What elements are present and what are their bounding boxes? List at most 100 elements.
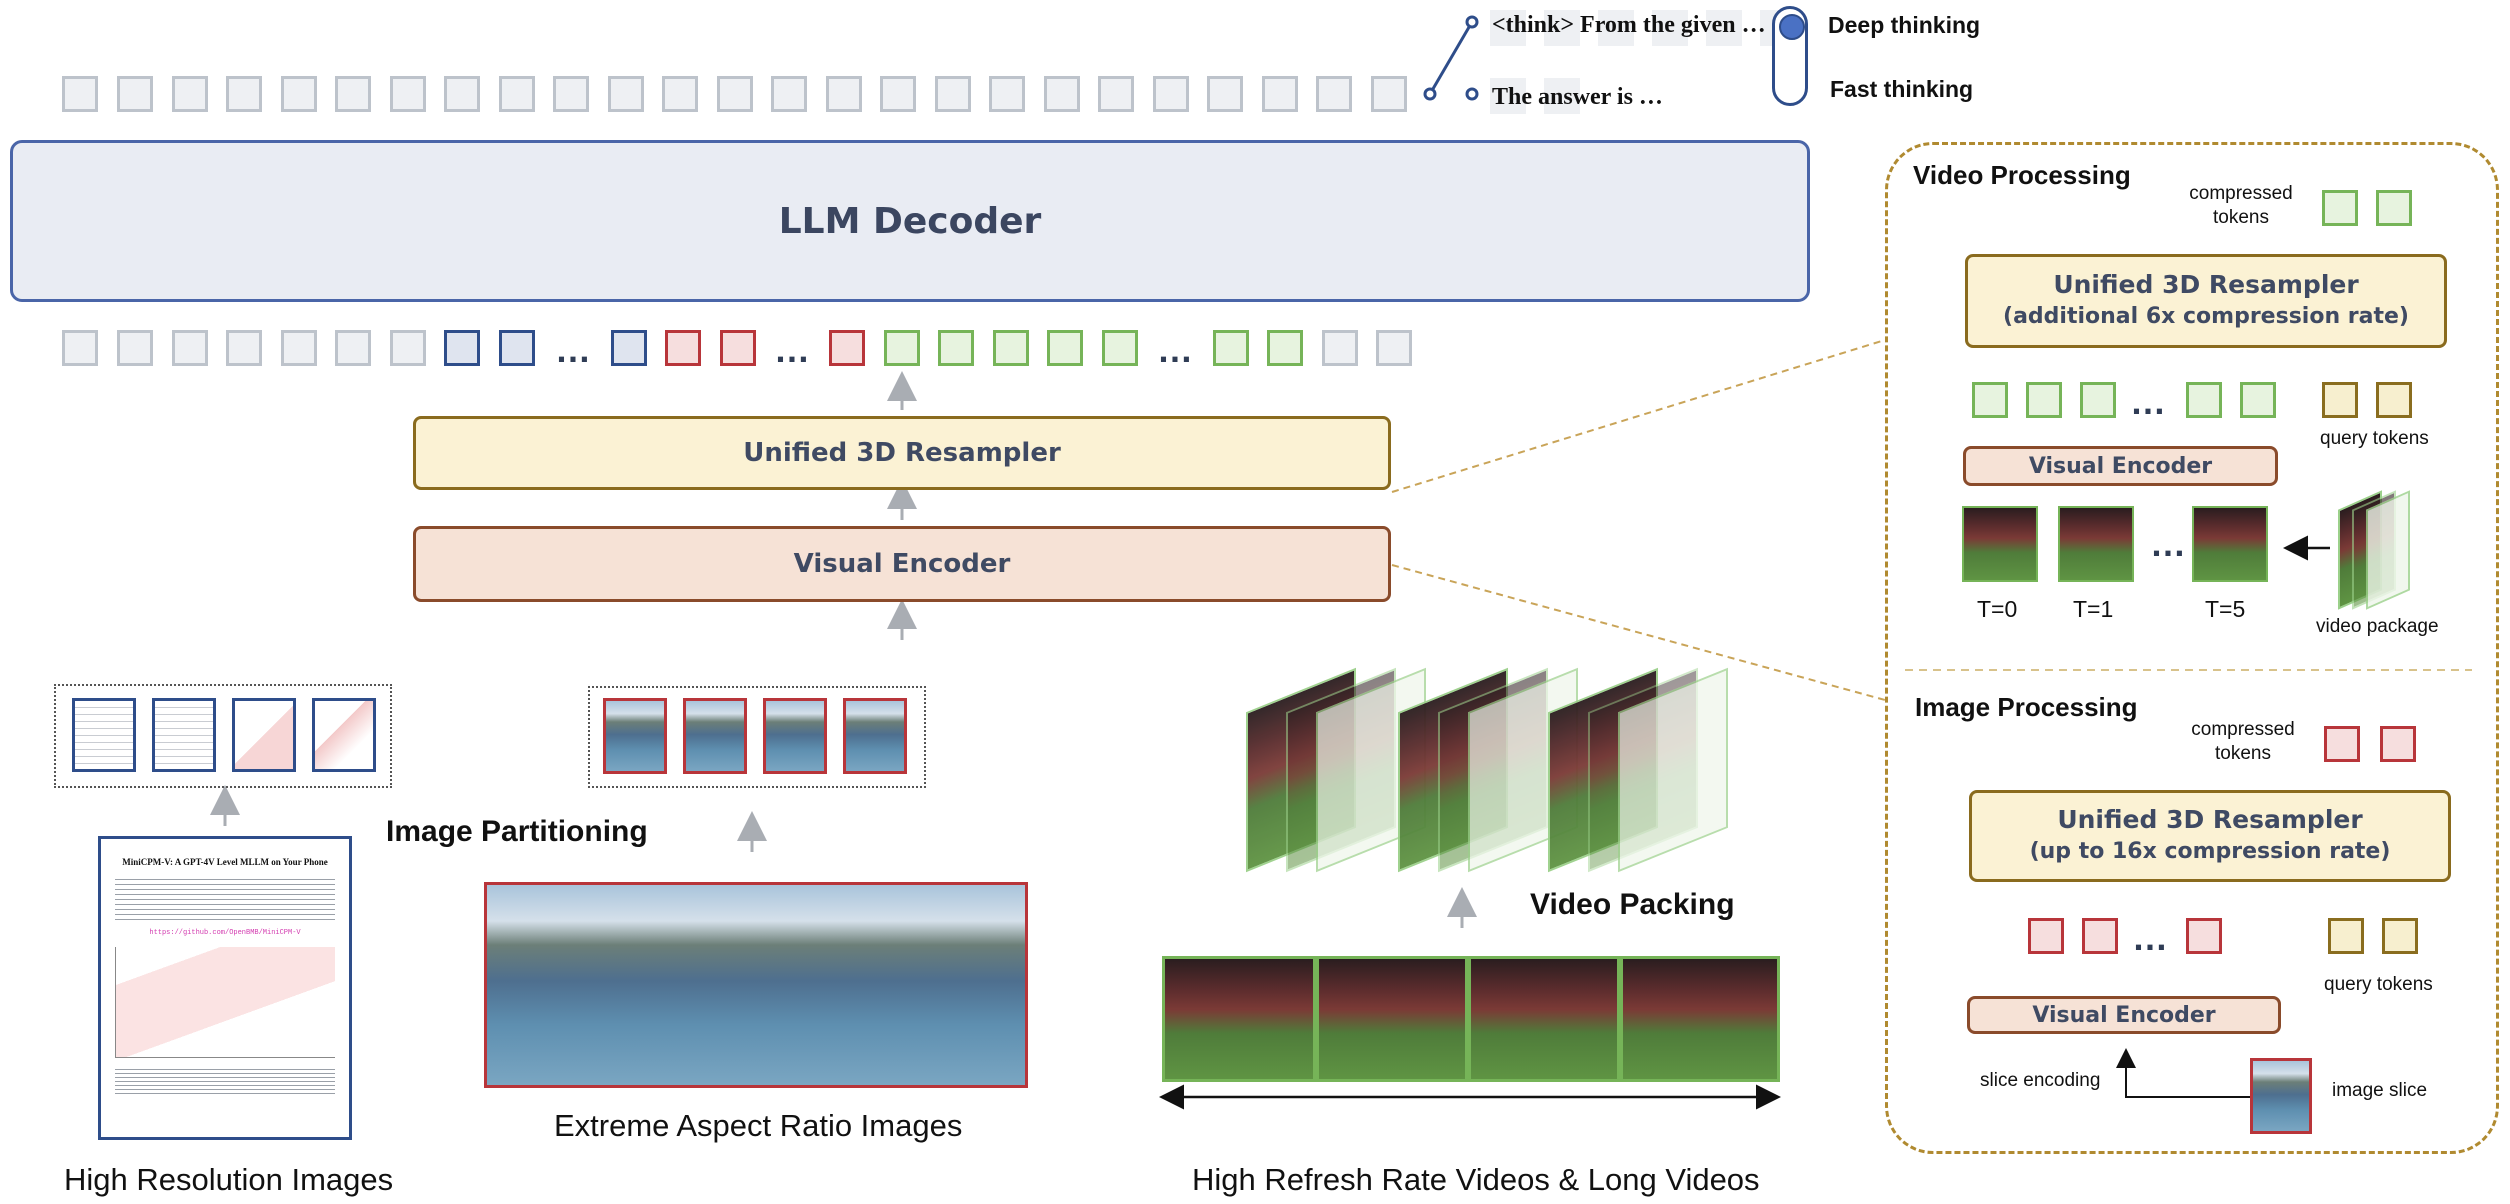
image-visual-encoder-block: Visual Encoder: [1967, 996, 2281, 1034]
output-branch-line: [1428, 21, 1474, 95]
paper-slice: [72, 698, 136, 772]
t0-label: T=0: [1977, 596, 2018, 622]
ellipsis: …: [774, 329, 812, 370]
video-query-tokens-label: query tokens: [2320, 428, 2429, 449]
fast-thinking-label: Fast thinking: [1830, 76, 1974, 102]
image-query-output-token: [2028, 918, 2064, 954]
text-token: [390, 330, 426, 366]
paper-url: https://github.com/OpenBMB/MiniCPM-V: [149, 929, 301, 937]
video-query-output-token: [2240, 382, 2276, 418]
thinking-mode-toggle[interactable]: [1772, 6, 1808, 106]
image-resampler-block: Unified 3D Resampler (up to 16x compress…: [1969, 790, 2451, 882]
image-resampler-sub: (up to 16x compression rate): [2029, 839, 2391, 864]
extreme-aspect-image: [484, 882, 1028, 1088]
output-token: [117, 76, 153, 112]
paper-caption: [115, 1066, 335, 1096]
llm-decoder-block: LLM Decoder: [10, 140, 1810, 302]
video-processing-title: Video Processing: [1913, 160, 2131, 190]
image-query-output-token: [2186, 918, 2222, 954]
slice-token: [665, 330, 701, 366]
high-res-caption: High Resolution Images: [64, 1162, 394, 1197]
output-token: [226, 76, 262, 112]
landscape-slice: [683, 698, 747, 774]
output-token: [62, 76, 98, 112]
video-visual-encoder-label: Visual Encoder: [2028, 453, 2213, 479]
visual-encoder-block: Visual Encoder: [413, 526, 1391, 602]
output-token: [826, 76, 862, 112]
image-query-token: [2328, 918, 2364, 954]
landscape-slice: [603, 698, 667, 774]
text-token: [62, 330, 98, 366]
video-package-frame: [2366, 490, 2410, 610]
output-token: [390, 76, 426, 112]
output-token: [1371, 76, 1407, 112]
output-token: [1098, 76, 1134, 112]
hires-partition-group: [54, 684, 392, 788]
video-token: [938, 330, 974, 366]
output-token: [771, 76, 807, 112]
output-token: [608, 76, 644, 112]
paper-slice: [312, 698, 376, 772]
ellipsis: …: [555, 329, 593, 370]
image-compressed-token: [2380, 726, 2416, 762]
video-query-output-token: [2026, 382, 2062, 418]
video-token: [1267, 330, 1303, 366]
video-compressed-tokens-label: compressed tokens: [2189, 183, 2293, 228]
ellipsis: …: [1157, 329, 1195, 370]
resampler-label: Unified 3D Resampler: [743, 438, 1061, 468]
image-query-output-token: [2082, 918, 2118, 954]
ellipsis: …: [2132, 917, 2170, 958]
video-resampler-title: Unified 3D Resampler: [2053, 270, 2359, 299]
video-frame: [1468, 956, 1620, 1082]
toggle-knob: [1779, 14, 1805, 40]
ellipsis: …: [2130, 381, 2168, 422]
image-visual-encoder-label: Visual Encoder: [2032, 1002, 2216, 1028]
processing-panel: [1885, 142, 2499, 1154]
t1-label: T=1: [2073, 596, 2114, 622]
text-token: [281, 330, 317, 366]
video-query-output-token: [1972, 382, 2008, 418]
videos-caption: High Refresh Rate Videos & Long Videos: [1192, 1162, 1760, 1197]
output-token: [335, 76, 371, 112]
paper-title: MiniCPM-V: A GPT-4V Level MLLM on Your P…: [122, 857, 328, 867]
video-token: [1102, 330, 1138, 366]
video-token: [1047, 330, 1083, 366]
output-token: [935, 76, 971, 112]
text-token: [172, 330, 208, 366]
output-token: [989, 76, 1025, 112]
t5-label: T=5: [2205, 596, 2246, 622]
image-query-token: [2382, 918, 2418, 954]
llm-decoder-label: LLM Decoder: [778, 200, 1042, 242]
image-token: [611, 330, 647, 366]
video-frame: [1162, 956, 1316, 1082]
text-token: [226, 330, 262, 366]
high-res-paper-image: MiniCPM-V: A GPT-4V Level MLLM on Your P…: [98, 836, 352, 1140]
video-compressed-token: [2376, 190, 2412, 226]
video-compressed-token: [2322, 190, 2358, 226]
paper-slice: [232, 698, 296, 772]
landscape-slice: [843, 698, 907, 774]
video-visual-encoder-block: Visual Encoder: [1963, 446, 2278, 486]
paper-figure: [115, 947, 335, 1058]
output-token: [880, 76, 916, 112]
output-token: [1207, 76, 1243, 112]
answer-text: The answer is …: [1492, 84, 1663, 110]
answer-token-bg: [1490, 78, 1582, 114]
resampler-block: Unified 3D Resampler: [413, 416, 1391, 490]
deep-thinking-label: Deep thinking: [1828, 12, 1981, 38]
wide-partition-group: [588, 686, 926, 788]
paper-slice: [152, 698, 216, 772]
output-token: [1316, 76, 1352, 112]
video-token: [1213, 330, 1249, 366]
video-token: [993, 330, 1029, 366]
image-compressed-token: [2324, 726, 2360, 762]
output-token: [662, 76, 698, 112]
image-compressed-tokens-label: compressed tokens: [2191, 719, 2295, 764]
text-token: [117, 330, 153, 366]
image-resampler-title: Unified 3D Resampler: [2057, 805, 2363, 834]
video-resampler-block: Unified 3D Resampler (additional 6x comp…: [1965, 254, 2447, 348]
image-token: [444, 330, 480, 366]
video-query-output-token: [2080, 382, 2116, 418]
output-token: [1044, 76, 1080, 112]
video-frame: [1620, 956, 1780, 1082]
